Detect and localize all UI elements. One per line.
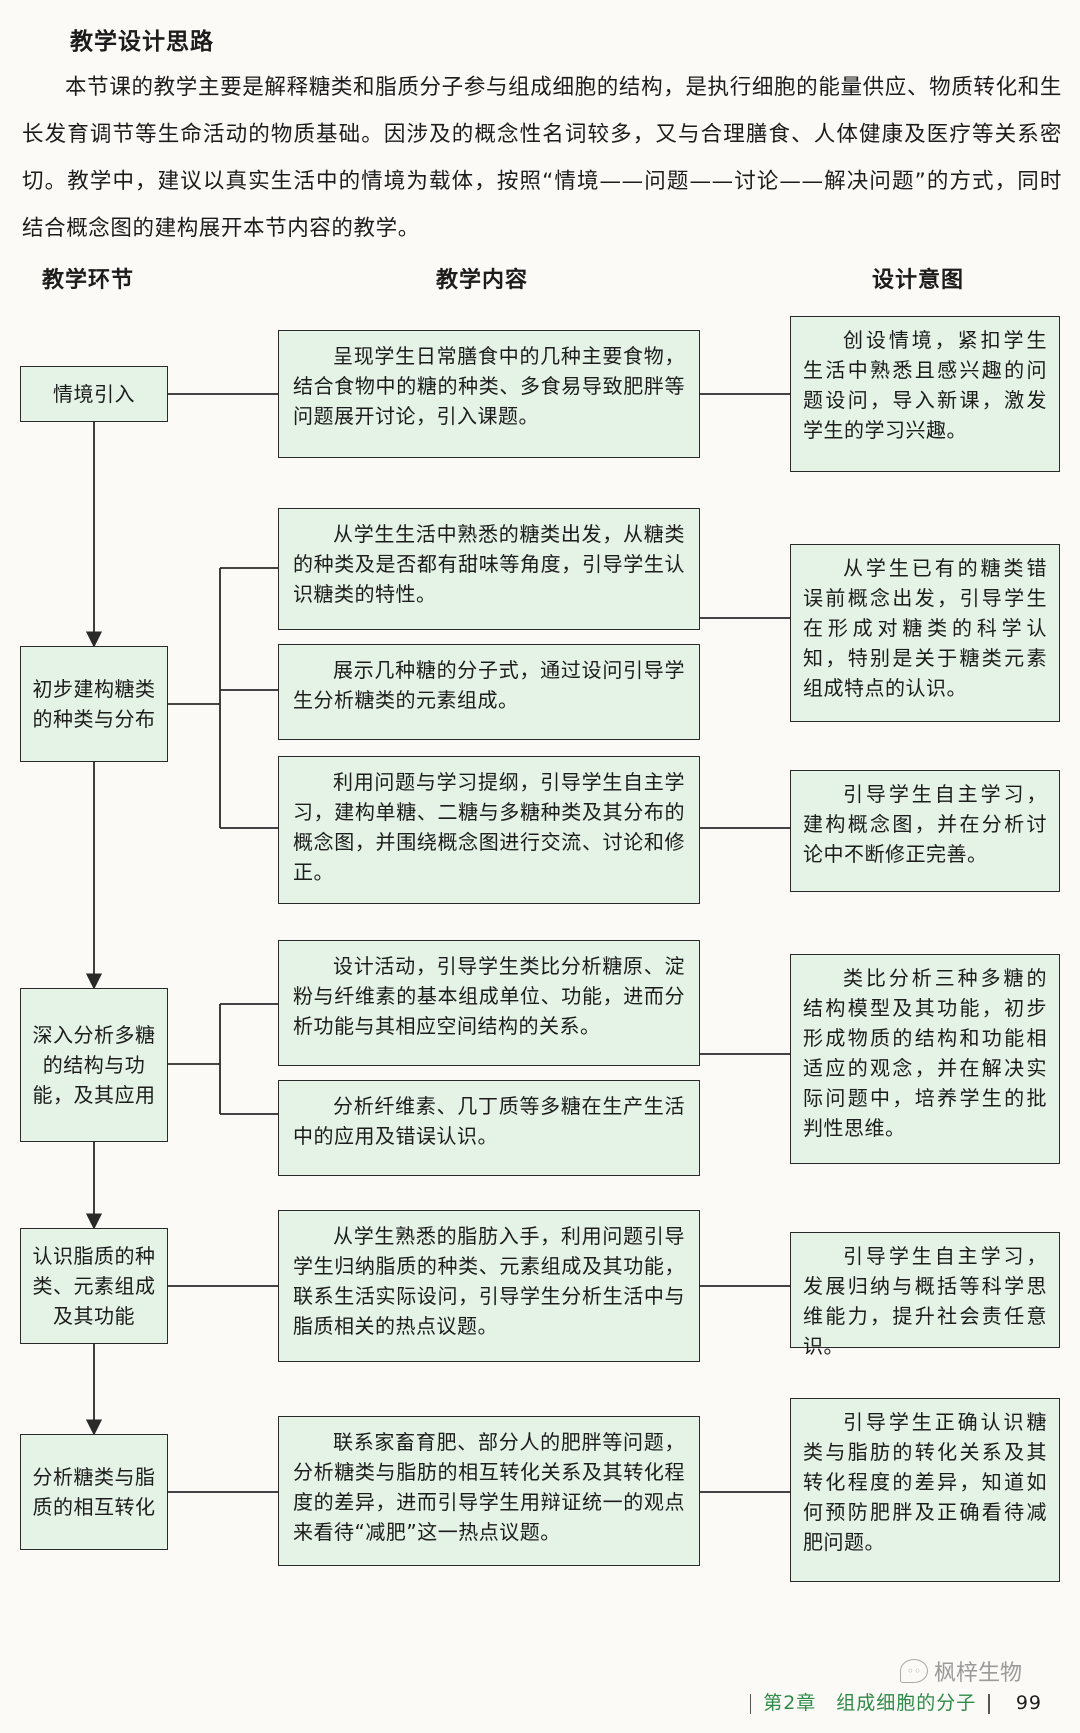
content-box-1: 呈现学生日常膳食中的几种主要食物，结合食物中的糖的种类、多食易导致肥胖等问题展开… xyxy=(278,330,700,458)
stage-box-1: 情境引入 xyxy=(20,366,168,422)
content-box-8: 联系家畜育肥、部分人的肥胖等问题，分析糖类与脂肪的相互转化关系及其转化程度的差异… xyxy=(278,1416,700,1566)
content-text-3: 展示几种糖的分子式，通过设问引导学生分析糖类的元素组成。 xyxy=(293,658,685,712)
content-text-2: 从学生生活中熟悉的糖类出发，从糖类的种类及是否都有甜味等角度，引导学生认识糖类的… xyxy=(293,522,685,606)
stage-box-4: 认识脂质的种类、元素组成及其功能 xyxy=(20,1228,168,1344)
page-number: 99 xyxy=(1015,1692,1042,1714)
intent-box-3: 引导学生自主学习，建构概念图，并在分析讨论中不断修正完善。 xyxy=(790,770,1060,892)
stage-box-3: 深入分析多糖的结构与功能，及其应用 xyxy=(20,988,168,1142)
watermark-text: 枫梓生物 xyxy=(934,1661,1023,1686)
intent-box-5: 引导学生自主学习，发展归纳与概括等科学思维能力，提升社会责任意识。 xyxy=(790,1232,1060,1358)
content-box-3: 展示几种糖的分子式，通过设问引导学生分析糖类的元素组成。 xyxy=(278,644,700,740)
intent-text-4: 类比分析三种多糖的结构模型及其功能，初步形成物质的结构和功能相适应的观念，并在解… xyxy=(803,966,1047,1140)
wechat-icon: ◦◦ xyxy=(900,1659,928,1683)
footer-divider xyxy=(749,1693,752,1714)
footer-divider xyxy=(988,1693,990,1714)
content-text-6: 分析纤维素、几丁质等多糖在生产生活中的应用及错误认识。 xyxy=(293,1094,685,1148)
footer-chapter: 第2章 组成细胞的分子 xyxy=(763,1692,977,1714)
section-heading: 教学设计思路 xyxy=(70,29,214,55)
intent-text-1: 创设情境，紧扣学生生活中熟悉且感兴趣的问题设问，导入新课，激发学生的学习兴趣。 xyxy=(803,328,1047,442)
watermark: ◦◦枫梓生物 xyxy=(900,1655,1022,1687)
intent-text-2: 从学生已有的糖类错误前概念出发，引导学生在形成对糖类的科学认知，特别是关于糖类元… xyxy=(803,556,1047,700)
content-box-2: 从学生生活中熟悉的糖类出发，从糖类的种类及是否都有甜味等角度，引导学生认识糖类的… xyxy=(278,508,700,630)
content-text-7: 从学生熟悉的脂肪入手，利用问题引导学生归纳脂质的种类、元素组成及其功能，联系生活… xyxy=(293,1224,685,1338)
intent-text-6: 引导学生正确认识糖类与脂肪的转化关系及其转化程度的差异，知道如何预防肥胖及正确看… xyxy=(803,1410,1047,1554)
intent-text-5: 引导学生自主学习，发展归纳与概括等科学思维能力，提升社会责任意识。 xyxy=(803,1244,1047,1358)
intent-box-6: 引导学生正确认识糖类与脂肪的转化关系及其转化程度的差异，知道如何预防肥胖及正确看… xyxy=(790,1398,1060,1582)
content-text-1: 呈现学生日常膳食中的几种主要食物，结合食物中的糖的种类、多食易导致肥胖等问题展开… xyxy=(293,344,685,428)
content-text-5: 设计活动，引导学生类比分析糖原、淀粉与纤维素的基本组成单位、功能，进而分析功能与… xyxy=(293,954,685,1038)
intent-box-4: 类比分析三种多糖的结构模型及其功能，初步形成物质的结构和功能相适应的观念，并在解… xyxy=(790,954,1060,1164)
intent-box-1: 创设情境，紧扣学生生活中熟悉且感兴趣的问题设问，导入新课，激发学生的学习兴趣。 xyxy=(790,316,1060,472)
intro-paragraph: 本节课的教学主要是解释糖类和脂质分子参与组成细胞的结构，是执行细胞的能量供应、物… xyxy=(22,64,1062,252)
content-text-4: 利用问题与学习提纲，引导学生自主学习，建构单糖、二糖与多糖种类及其分布的概念图，… xyxy=(293,770,685,884)
intent-text-3: 引导学生自主学习，建构概念图，并在分析讨论中不断修正完善。 xyxy=(803,782,1047,866)
stage-box-2: 初步建构糖类的种类与分布 xyxy=(20,646,168,762)
stage-box-5: 分析糖类与脂质的相互转化 xyxy=(20,1434,168,1550)
column-header-content: 教学内容 xyxy=(436,268,529,293)
content-box-7: 从学生熟悉的脂肪入手，利用问题引导学生归纳脂质的种类、元素组成及其功能，联系生活… xyxy=(278,1210,700,1362)
content-box-4: 利用问题与学习提纲，引导学生自主学习，建构单糖、二糖与多糖种类及其分布的概念图，… xyxy=(278,756,700,904)
column-header-stage: 教学环节 xyxy=(42,268,135,293)
page-footer: 第2章 组成细胞的分子 99 xyxy=(738,1688,1042,1715)
content-box-5: 设计活动，引导学生类比分析糖原、淀粉与纤维素的基本组成单位、功能，进而分析功能与… xyxy=(278,940,700,1066)
intro-text: 本节课的教学主要是解释糖类和脂质分子参与组成细胞的结构，是执行细胞的能量供应、物… xyxy=(22,75,1062,241)
intent-box-2: 从学生已有的糖类错误前概念出发，引导学生在形成对糖类的科学认知，特别是关于糖类元… xyxy=(790,544,1060,722)
content-text-8: 联系家畜育肥、部分人的肥胖等问题，分析糖类与脂肪的相互转化关系及其转化程度的差异… xyxy=(293,1430,685,1544)
column-header-intent: 设计意图 xyxy=(872,268,965,293)
content-box-6: 分析纤维素、几丁质等多糖在生产生活中的应用及错误认识。 xyxy=(278,1080,700,1176)
